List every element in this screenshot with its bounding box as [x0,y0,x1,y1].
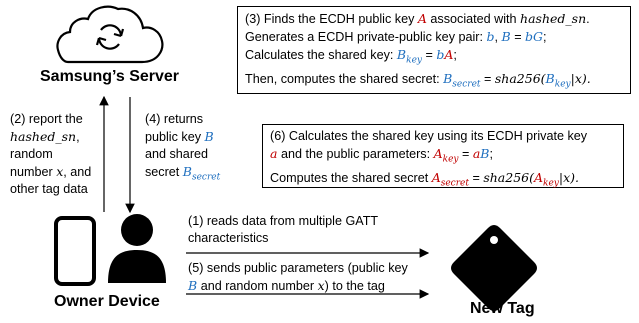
step3-line2: Generates a ECDH private-public key pair… [245,29,547,44]
step2-text: (2) report the hashed_sn, random number … [10,112,92,196]
server-label: Samsung’s Server [40,68,180,85]
tag-label: New Tag [470,300,535,317]
phone-user-icon [54,214,166,286]
step6-line3: Computes the shared secret Asecret = sha… [270,169,580,189]
step6-line2: a and the public parameters: Akey = aB; [270,146,493,165]
tag-icon [451,225,537,311]
step1-text: (1) reads data from multiple GATT charac… [188,214,379,245]
step3-line1: (3) Finds the ECDH public key A associat… [245,11,590,26]
step5-text: (5) sends public parameters (public key … [188,261,408,293]
step4-text: (4) returns public key B and shared secr… [145,112,221,183]
cloud-sync-icon [56,5,164,64]
step6-box: (6) Calculates the shared key using its … [262,124,624,188]
step3-box: (3) Finds the ECDH public key A associat… [237,6,631,94]
step3-line3: Calculates the shared key: Bkey = bA; [245,47,457,66]
owner-label: Owner Device [54,293,160,310]
step6-line1: (6) Calculates the shared key using its … [270,129,588,143]
step3-line4: Then, computes the shared secret: Bsecre… [245,70,591,90]
